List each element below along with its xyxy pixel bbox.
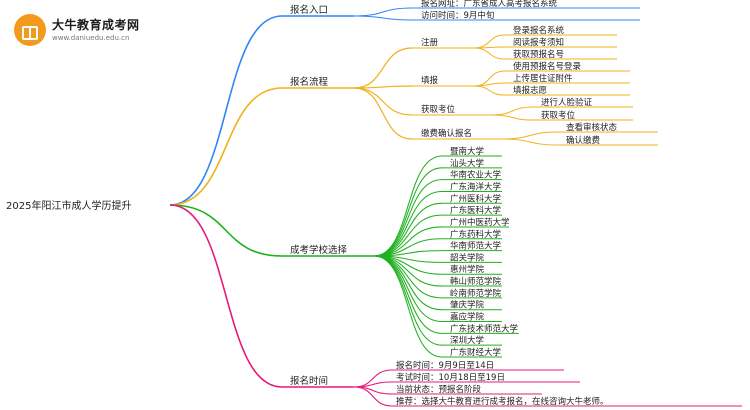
logo-title: 大牛教育成考网 <box>52 18 140 32</box>
process-leaf-edge <box>473 70 506 87</box>
process-leaf-label: 阅读报考须知 <box>513 37 564 48</box>
time-leaf-label: 当前状态：预报名阶段 <box>396 384 482 395</box>
branch-label-entry: 报名入口 <box>290 4 328 16</box>
process-leaf-label: 查看审核状态 <box>566 122 618 133</box>
process-leaf-edge <box>473 82 506 87</box>
school-edge <box>373 255 443 346</box>
branch-edge-schools <box>169 204 283 257</box>
school-edge <box>373 167 443 257</box>
school-option: 嘉应学院 <box>450 312 485 323</box>
school-option: 广州中医药大学 <box>450 217 510 228</box>
school-edge <box>373 179 443 257</box>
branch-edge-entry <box>169 15 283 206</box>
school-edge <box>373 202 443 257</box>
process-leaf-edge <box>501 138 559 146</box>
school-option: 肇庆学院 <box>450 300 485 311</box>
process-step-label: 缴费确认报名 <box>421 128 472 139</box>
branch-label-process: 报名流程 <box>290 76 329 88</box>
school-edge <box>373 155 443 257</box>
school-option: 汕头大学 <box>450 158 485 169</box>
process-sub-edge <box>353 87 413 140</box>
process-leaf-label: 登录报名系统 <box>513 25 565 36</box>
mindmap-labels: 2025年阳江市成人学历提升 报名入口 报名网址：广东省成人高考报名系统访问时间：9… <box>6 0 618 407</box>
school-edge <box>373 255 443 287</box>
school-option: 广东技术师范大学 <box>450 323 519 334</box>
book-icon <box>22 26 38 40</box>
branch-label-schools: 成考学校选择 <box>290 244 348 256</box>
process-leaf-label: 获取预报名号 <box>513 49 564 60</box>
school-option: 韩山师范学院 <box>450 276 502 287</box>
process-leaf-edge <box>473 47 506 60</box>
entry-edge <box>353 7 413 17</box>
process-leaf-edge <box>491 106 534 116</box>
root-node-label: 2025年阳江市成人学历提升 <box>6 199 131 212</box>
branch-edge-time <box>169 204 283 388</box>
process-step-label: 填报 <box>421 75 439 86</box>
school-edge <box>373 255 443 358</box>
school-edge <box>373 214 443 257</box>
process-sub-edge <box>353 47 413 89</box>
process-leaf-label: 进行人脸验证 <box>541 97 593 108</box>
process-leaf-edge <box>501 131 559 140</box>
school-option: 深圳大学 <box>450 335 485 346</box>
school-option: 华南农业大学 <box>450 170 502 181</box>
entry-edge <box>353 15 413 21</box>
process-leaf-edge <box>491 114 534 121</box>
time-edge <box>353 386 393 407</box>
time-leaf-label: 报名时间：9月9日至14日 <box>396 360 494 371</box>
school-edge <box>373 255 443 334</box>
time-leaf-label: 考试时间：10月18日至19日 <box>396 372 505 383</box>
branch-edge-process <box>169 87 283 206</box>
mindmap-edges <box>169 7 742 407</box>
process-leaf-edge <box>473 85 506 96</box>
process-leaf-label: 使用预报名号登录 <box>513 61 582 72</box>
process-step-label: 注册 <box>421 37 439 48</box>
process-leaf-label: 填报志愿 <box>513 85 548 96</box>
school-option: 广东财经大学 <box>450 347 502 358</box>
branch-label-time: 报名时间 <box>290 375 328 387</box>
school-option: 广东药科大学 <box>450 229 502 240</box>
entry-leaf-label: 报名网址：广东省成人高考报名系统 <box>421 0 558 9</box>
process-sub-edge <box>353 87 413 116</box>
process-step-label: 获取考位 <box>421 104 456 115</box>
school-option: 广州医科大学 <box>450 193 502 204</box>
logo-badge-icon <box>14 14 46 46</box>
process-leaf-label: 上传居住证附件 <box>513 73 573 84</box>
time-leaf-label: 推荐：选择大牛教育进行成考报名，在线咨询大牛老师。 <box>396 396 609 407</box>
logo-url: www.daniuedu.edu.cn <box>52 34 130 42</box>
school-option: 华南师范大学 <box>450 241 502 252</box>
entry-leaf-label: 访问时间：9月中旬 <box>421 10 494 21</box>
school-option: 惠州学院 <box>450 264 485 275</box>
process-leaf-label: 确认缴费 <box>566 135 601 146</box>
school-option: 韶关学院 <box>450 252 485 263</box>
process-leaf-label: 获取考位 <box>541 110 576 121</box>
process-leaf-edge <box>473 34 506 49</box>
school-option: 暨南大学 <box>450 146 485 157</box>
process-sub-edge <box>353 85 413 89</box>
school-option: 广东医科大学 <box>450 205 502 216</box>
school-edge <box>373 255 443 323</box>
school-edge <box>373 190 443 257</box>
site-logo: 大牛教育成考网 www.daniuedu.edu.cn <box>14 10 144 50</box>
school-option: 岭南师范学院 <box>450 288 502 299</box>
school-option: 广东海洋大学 <box>450 181 502 192</box>
school-edge <box>373 226 443 257</box>
